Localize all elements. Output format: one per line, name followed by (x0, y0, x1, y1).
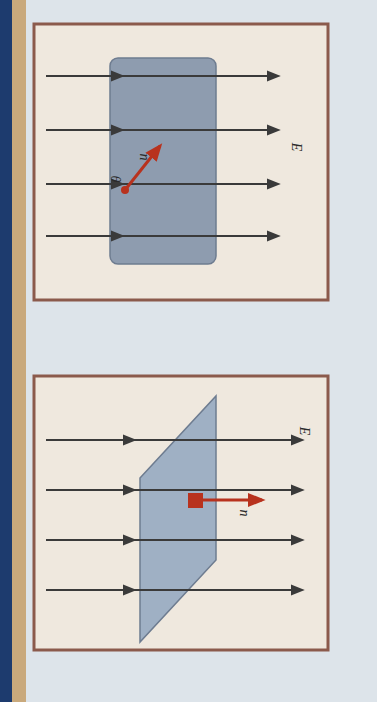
field-line (46, 129, 278, 131)
symbol-label: θ (108, 176, 122, 183)
field-line (46, 183, 278, 185)
field-line (46, 75, 278, 77)
field-line (46, 489, 302, 491)
field-line (46, 539, 302, 541)
symbol-label: n (137, 154, 151, 161)
symbol-label: n (237, 510, 251, 517)
symbol-label: E (289, 143, 303, 152)
normal-vector (200, 499, 262, 502)
plane-surface (110, 58, 216, 264)
field-line (46, 589, 302, 591)
side-strip (12, 0, 26, 702)
symbol-label: E (297, 427, 311, 436)
field-lines (46, 76, 278, 236)
page-ground (26, 0, 377, 702)
normal-vector (125, 146, 160, 190)
field-line (46, 235, 278, 237)
field-lines (46, 440, 302, 590)
vector-origin (121, 186, 129, 194)
plane-surface (140, 396, 216, 642)
panel-frame (34, 24, 328, 300)
field-line (46, 439, 302, 441)
panel-frame (34, 376, 328, 650)
